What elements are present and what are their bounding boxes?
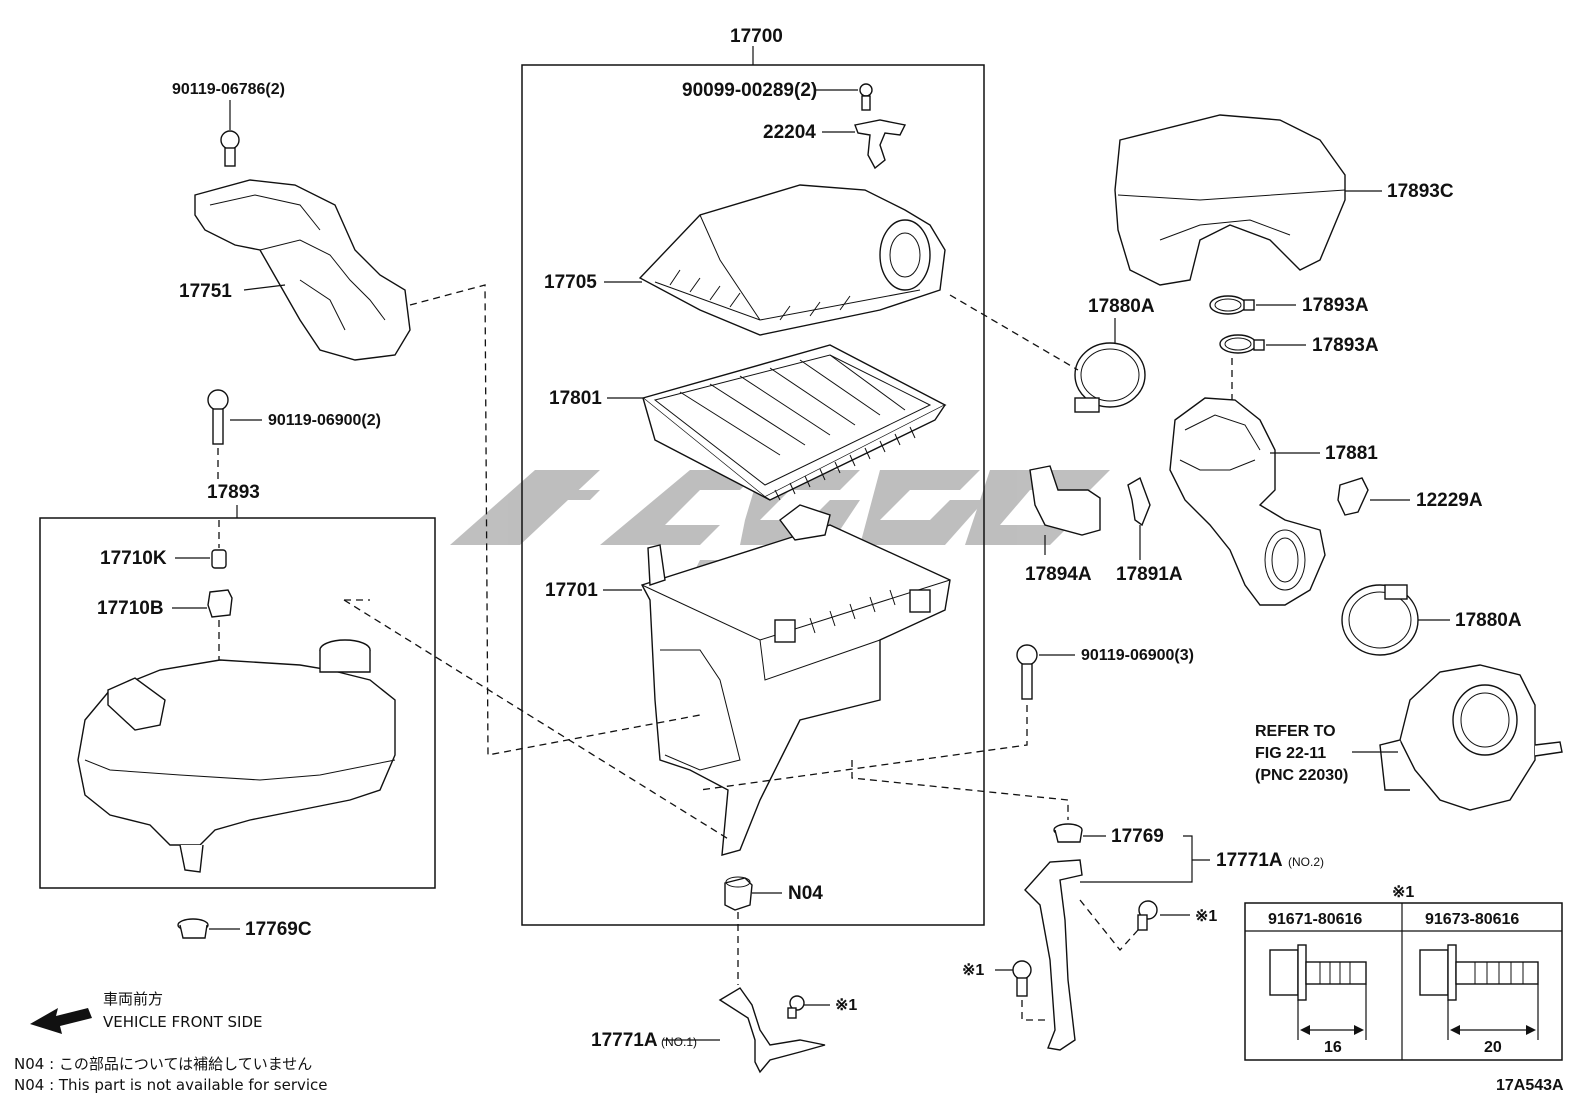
air-filter-element xyxy=(641,344,947,501)
bracket-no1 xyxy=(718,987,826,1074)
label-12229A: 12229A xyxy=(1416,490,1483,511)
bolt-star1-no1-icon xyxy=(787,995,805,1019)
label-17893A-1: 17893A xyxy=(1302,295,1369,316)
label-17894A: 17894A xyxy=(1025,564,1092,585)
front-note-jp: 車両前方 xyxy=(103,990,163,1008)
label-no1-sub: (NO.1) xyxy=(661,1035,697,1049)
air-cleaner-cap xyxy=(638,184,946,336)
air-hose-17881 xyxy=(1169,397,1326,606)
bolt-90119-06900-2-icon xyxy=(207,389,229,445)
hose-clamp-top-icon xyxy=(1074,342,1146,413)
label-17801: 17801 xyxy=(549,388,602,409)
bolt-90119-06786-icon xyxy=(220,130,240,167)
label-90119-06786: 90119-06786(2) xyxy=(172,81,285,98)
bolt-star1-no2a-icon xyxy=(1137,900,1158,931)
refer-line-3: (PNC 22030) xyxy=(1255,767,1348,784)
footnote-jp: N04 : この部品については補給していません xyxy=(14,1055,312,1073)
bolt-legend-table: ※1 91671-80616 91673-80616 16 xyxy=(1244,884,1563,1061)
label-17710K: 17710K xyxy=(100,548,167,569)
hose-17894A-icon xyxy=(1029,465,1101,536)
legend-part-1: 91671-80616 xyxy=(1268,911,1362,928)
front-note-en: VEHICLE FRONT SIDE xyxy=(103,1013,263,1031)
label-17893C: 17893C xyxy=(1387,181,1454,202)
label-no2-sub: (NO.2) xyxy=(1288,855,1324,869)
label-17893: 17893 xyxy=(207,482,260,503)
footnote-en: N04 : This part is not available for ser… xyxy=(14,1076,328,1094)
collar-17710K-icon xyxy=(211,549,227,569)
legend-part-2: 91673-80616 xyxy=(1425,911,1519,928)
label-90119-06900-3: 90119-06900(3) xyxy=(1081,647,1194,664)
bolt-90099-icon xyxy=(859,83,873,111)
label-17700: 17700 xyxy=(730,26,783,47)
label-17710B: 17710B xyxy=(97,598,164,619)
label-22204: 22204 xyxy=(763,122,816,143)
airflow-sensor-icon xyxy=(854,119,907,170)
label-90119-06900-2: 90119-06900(2) xyxy=(268,412,381,429)
label-17891A: 17891A xyxy=(1116,564,1183,585)
hose-clamp-bottom-icon xyxy=(1341,584,1419,656)
watermark-logo xyxy=(450,470,1110,605)
bracket-no2 xyxy=(1024,859,1083,1051)
grommet-17769C-icon xyxy=(177,918,209,939)
label-17771A-no1: 17771A xyxy=(591,1030,658,1051)
label-N04: N04 xyxy=(788,883,823,904)
legend-dim-1: 16 xyxy=(1324,1039,1342,1056)
label-17771A-no2: 17771A xyxy=(1216,850,1283,871)
front-arrow-icon xyxy=(30,1008,92,1034)
label-17881: 17881 xyxy=(1325,443,1378,464)
label-17705: 17705 xyxy=(544,272,597,293)
throttle-body xyxy=(1379,664,1563,811)
air-cleaner-case xyxy=(640,504,951,856)
resonator-tank xyxy=(77,639,396,873)
star1-label-c: ※1 xyxy=(962,962,984,979)
legend-header: ※1 xyxy=(1392,884,1414,901)
label-17769C: 17769C xyxy=(245,919,312,940)
clamp-17893A-1-icon xyxy=(1209,295,1255,315)
label-17893A-2: 17893A xyxy=(1312,335,1379,356)
legend-dim-2: 20 xyxy=(1484,1039,1502,1056)
grommet-17710B-icon xyxy=(207,589,233,618)
grommet-17769-icon xyxy=(1053,823,1083,843)
clamp-17893A-2-icon xyxy=(1219,334,1265,354)
star1-label-a: ※1 xyxy=(835,997,857,1014)
clip-17891A-icon xyxy=(1127,476,1151,527)
figure-id: 17A543A xyxy=(1496,1077,1564,1094)
flange-bolt-2-icon xyxy=(1419,944,1539,1040)
label-17769: 17769 xyxy=(1111,826,1164,847)
refer-line-1: REFER TO xyxy=(1255,723,1336,740)
star1-label-b: ※1 xyxy=(1195,908,1217,925)
cover-17893C xyxy=(1114,114,1346,286)
fitting-12229A-icon xyxy=(1337,477,1369,516)
label-17701: 17701 xyxy=(545,580,598,601)
label-17880A-bottom: 17880A xyxy=(1455,610,1522,631)
flange-bolt-1-icon xyxy=(1269,944,1367,1040)
grommet-N04-icon xyxy=(724,876,753,911)
label-17751: 17751 xyxy=(179,281,232,302)
label-17880A-top: 17880A xyxy=(1088,296,1155,317)
bolt-90119-06900-3-icon xyxy=(1016,644,1038,700)
bolt-star1-no2b-icon xyxy=(1012,960,1032,997)
label-90099-00289: 90099-00289(2) xyxy=(682,80,817,101)
air-inlet-duct xyxy=(194,179,411,361)
refer-line-2: FIG 22-11 xyxy=(1255,745,1326,762)
